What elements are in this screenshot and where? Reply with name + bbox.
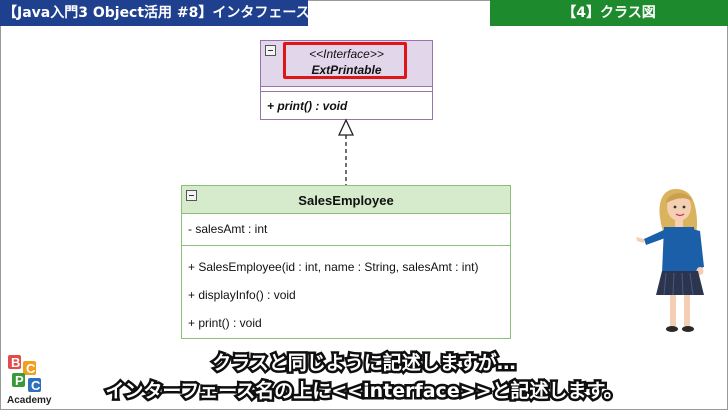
- class-operation: + SalesEmployee(id : int, name : String,…: [188, 260, 479, 274]
- subtitle-line-2: インターフェース名の上に<<interface>>と記述します。: [103, 378, 625, 405]
- subtitle-line-1: クラスと同じように記述しますが…: [210, 350, 519, 377]
- interface-name-compartment: <<Interface>> ExtPrintable: [261, 41, 432, 87]
- interface-box: <<Interface>> ExtPrintable + print() : v…: [260, 40, 433, 120]
- class-attribute: - salesAmt : int: [188, 222, 268, 236]
- interface-name: ExtPrintable: [311, 63, 382, 77]
- svg-text:B: B: [11, 355, 20, 370]
- svg-text:C: C: [31, 378, 41, 393]
- section-banner: 【4】クラス図: [490, 0, 728, 26]
- stereotype-highlight: [283, 42, 407, 79]
- presenter-illustration: [636, 189, 704, 332]
- interface-attribute-compartment: [261, 91, 432, 92]
- svg-text:P: P: [15, 373, 24, 388]
- interface-operation: + print() : void: [267, 99, 348, 113]
- collapse-icon[interactable]: [265, 45, 276, 56]
- class-name: SalesEmployee: [298, 193, 394, 208]
- class-operation: + displayInfo() : void: [188, 288, 296, 302]
- interface-stereotype: <<Interface>>: [309, 47, 384, 61]
- class-name-compartment: SalesEmployee: [182, 186, 510, 214]
- class-operation: + print() : void: [188, 316, 262, 330]
- compartment-divider: [182, 245, 510, 246]
- section-title: 【4】クラス図: [562, 5, 656, 21]
- lesson-title: 【Java入門3 Object活用 #8】インタフェース: [3, 5, 310, 21]
- academy-logo: B C P C Academy: [7, 355, 52, 405]
- lesson-title-banner: 【Java入門3 Object活用 #8】インタフェース: [0, 0, 310, 26]
- class-box: SalesEmployee - salesAmt : int + SalesEm…: [181, 185, 511, 339]
- svg-text:C: C: [26, 361, 36, 376]
- logo-text: Academy: [7, 395, 52, 405]
- collapse-icon[interactable]: [186, 190, 197, 201]
